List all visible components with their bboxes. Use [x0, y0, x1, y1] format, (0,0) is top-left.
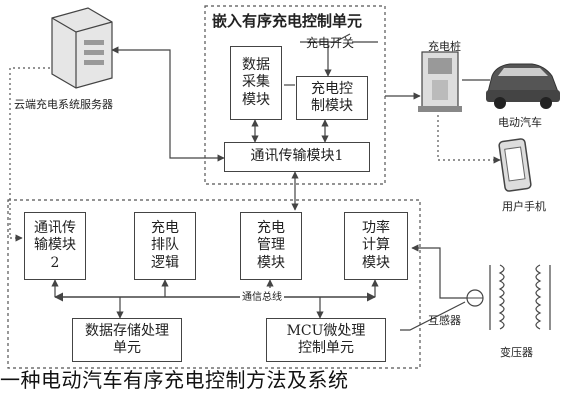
comm-module-1: 通讯传输模块1: [224, 142, 370, 172]
server-to-comm2-dotted: [9, 67, 50, 242]
server-to-comm1-line: [111, 46, 225, 162]
mcu-unit: MCU微处理控制单元: [266, 318, 386, 362]
phone-icon: [498, 138, 532, 192]
data-storage-unit: 数据存储处理单元: [72, 318, 182, 362]
sensor-to-power: [411, 244, 475, 299]
transformer-label: 变压器: [500, 346, 533, 359]
figure-title: 一种电动汽车有序充电控制方法及系统: [0, 368, 349, 392]
cloud-server-label: 云端充电系统服务器: [14, 98, 113, 111]
comm-module-2: 通讯传输模块2: [24, 212, 86, 280]
charging-pile-label: 充电桩: [428, 40, 461, 53]
bus-label: 通信总线: [240, 288, 284, 303]
power-calc-module: 功率计算模块: [344, 212, 408, 280]
lower-unit-frame: [7, 199, 421, 369]
data-acquisition-module: 数据采集模块: [230, 46, 282, 120]
ev-label: 电动汽车: [498, 116, 542, 129]
data-acquisition-label: 数据采集模块: [242, 56, 270, 108]
charge-management-label: 充电管理模块: [257, 219, 285, 271]
charging-pile-icon: [418, 51, 462, 112]
mcu-label: MCU微处理控制单元: [286, 322, 366, 357]
power-calc-label: 功率计算模块: [362, 219, 390, 271]
phone-label: 用户手机: [502, 200, 546, 213]
comm-module-1-label: 通讯传输模块1: [250, 148, 344, 165]
charge-control-label: 充电控制模块: [311, 80, 353, 115]
ev-icon: [486, 63, 560, 109]
sensor-to-mcu: [400, 301, 466, 331]
comm-module-2-label: 通讯传输模块2: [34, 219, 76, 271]
switch-blade: [334, 33, 351, 43]
pile-to-phone-dotted: [437, 110, 501, 164]
server-icon: [51, 7, 113, 89]
transformer-symbol: [489, 264, 551, 330]
data-storage-label: 数据存储处理单元: [85, 322, 169, 357]
embedded-unit-title: 嵌入有序充电控制单元: [212, 12, 363, 30]
queue-logic-label: 充电排队逻辑: [151, 219, 179, 271]
charge-management-module: 充电管理模块: [240, 212, 302, 280]
queue-logic-module: 充电排队逻辑: [134, 212, 196, 280]
charge-control-module: 充电控制模块: [296, 76, 368, 120]
charging-switch-label: 充电开关: [306, 36, 355, 50]
sensor-label: 互感器: [428, 314, 461, 327]
